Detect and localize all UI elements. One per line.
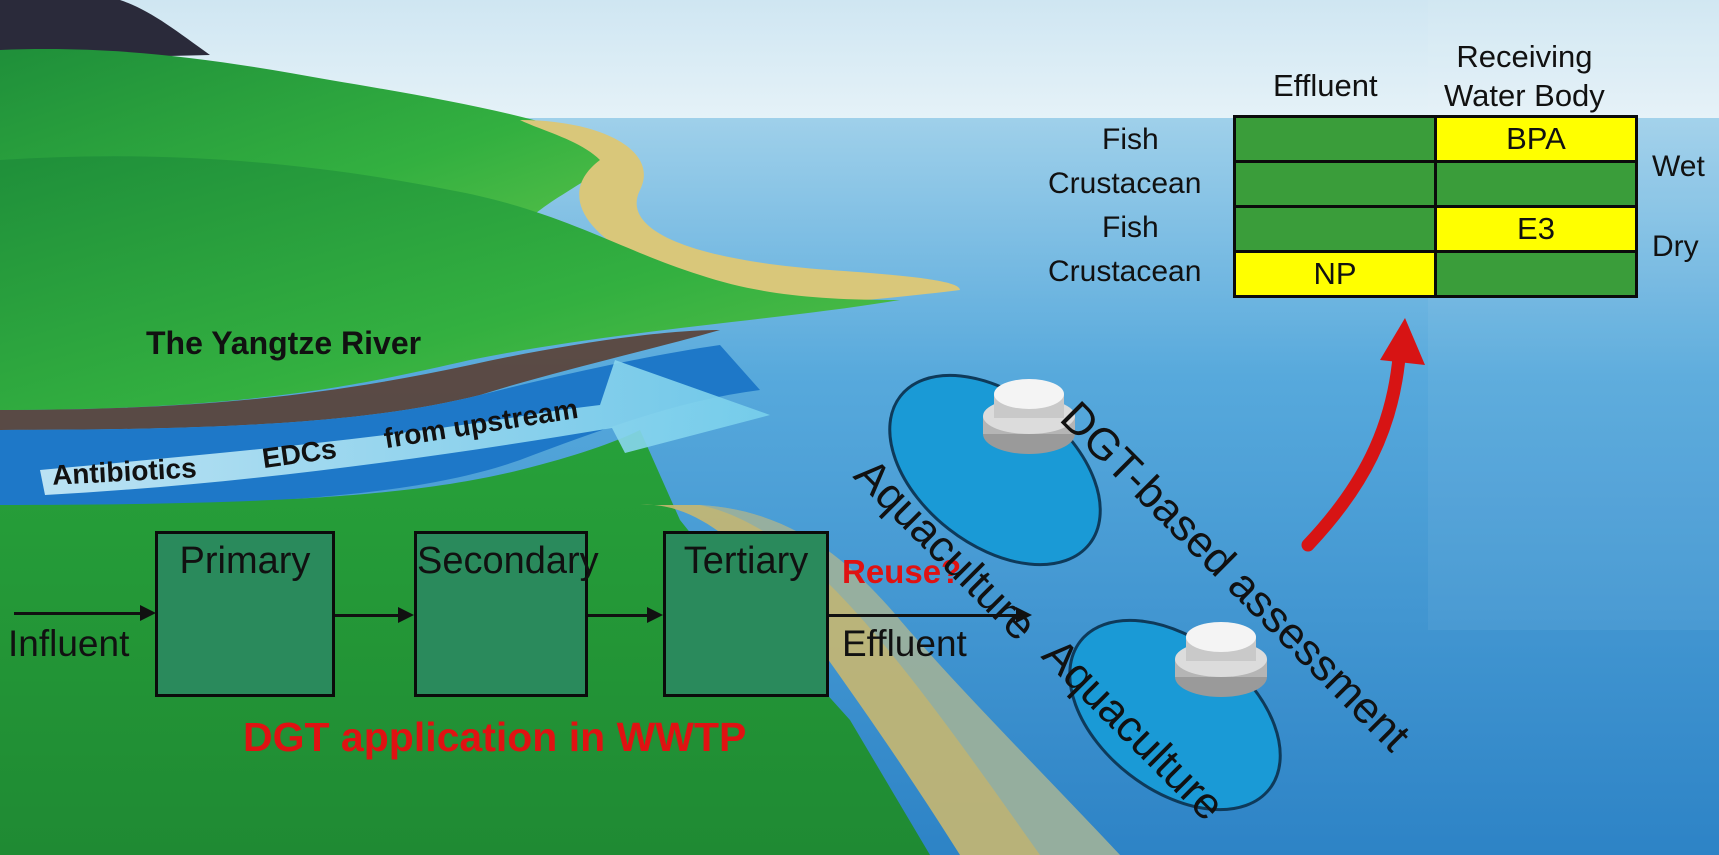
flow-arrow-head [647, 607, 663, 623]
grid-row: BPA [1233, 115, 1638, 163]
grid-cell [1434, 250, 1638, 298]
flow-arrow-head [1016, 607, 1032, 623]
grid-cell [1233, 205, 1437, 253]
grid-cell [1233, 160, 1437, 208]
grid-row: E3 [1233, 205, 1638, 253]
row-label-fish-dry: Fish [1102, 211, 1159, 244]
river-name: The Yangtze River [146, 325, 422, 361]
stage-label-tertiary: Tertiary [683, 540, 809, 582]
stage-box-tertiary: Tertiary [663, 531, 829, 697]
row-label-crustacean-dry: Crustacean [1048, 255, 1202, 288]
stage-box-secondary: Secondary [414, 531, 599, 697]
flow-arrow-icon [829, 614, 1019, 617]
flow-arrow-icon [335, 614, 401, 617]
risk-grid: BPA E3 NP [1233, 115, 1638, 298]
flow-arrow-icon [588, 614, 650, 617]
flow-arrow-head [398, 607, 414, 623]
dgt-device-icon [983, 379, 1075, 454]
effluent-label: Effluent [842, 623, 967, 664]
grid-row: NP [1233, 250, 1638, 298]
stage-box-primary: Primary [155, 531, 335, 697]
reuse-label: Reuse? [842, 553, 962, 590]
grid-cell [1434, 160, 1638, 208]
grid-row [1233, 160, 1638, 208]
flow-arrow-head [140, 605, 156, 621]
row-label-crustacean-wet: Crustacean [1048, 167, 1202, 200]
influent-label: Influent [8, 623, 130, 664]
wwtp-caption: DGT application in WWTP [243, 714, 747, 760]
red-curved-arrow-icon [1301, 338, 1407, 552]
flow-arrow-icon [14, 612, 144, 615]
season-label-dry: Dry [1652, 230, 1699, 263]
row-label-fish-wet: Fish [1102, 123, 1159, 156]
grid-cell: E3 [1434, 205, 1638, 253]
dgt-device-icon [1175, 622, 1267, 697]
grid-cell: NP [1233, 250, 1437, 298]
stage-label-secondary: Secondary [417, 540, 599, 582]
stage-label-primary: Primary [179, 540, 311, 582]
grid-cell: BPA [1434, 115, 1638, 163]
col-header-effluent: Effluent [1273, 68, 1378, 103]
season-label-wet: Wet [1652, 150, 1705, 183]
col-header-receiving-water: Receiving Water Body [1444, 39, 1605, 113]
grid-cell [1233, 115, 1437, 163]
